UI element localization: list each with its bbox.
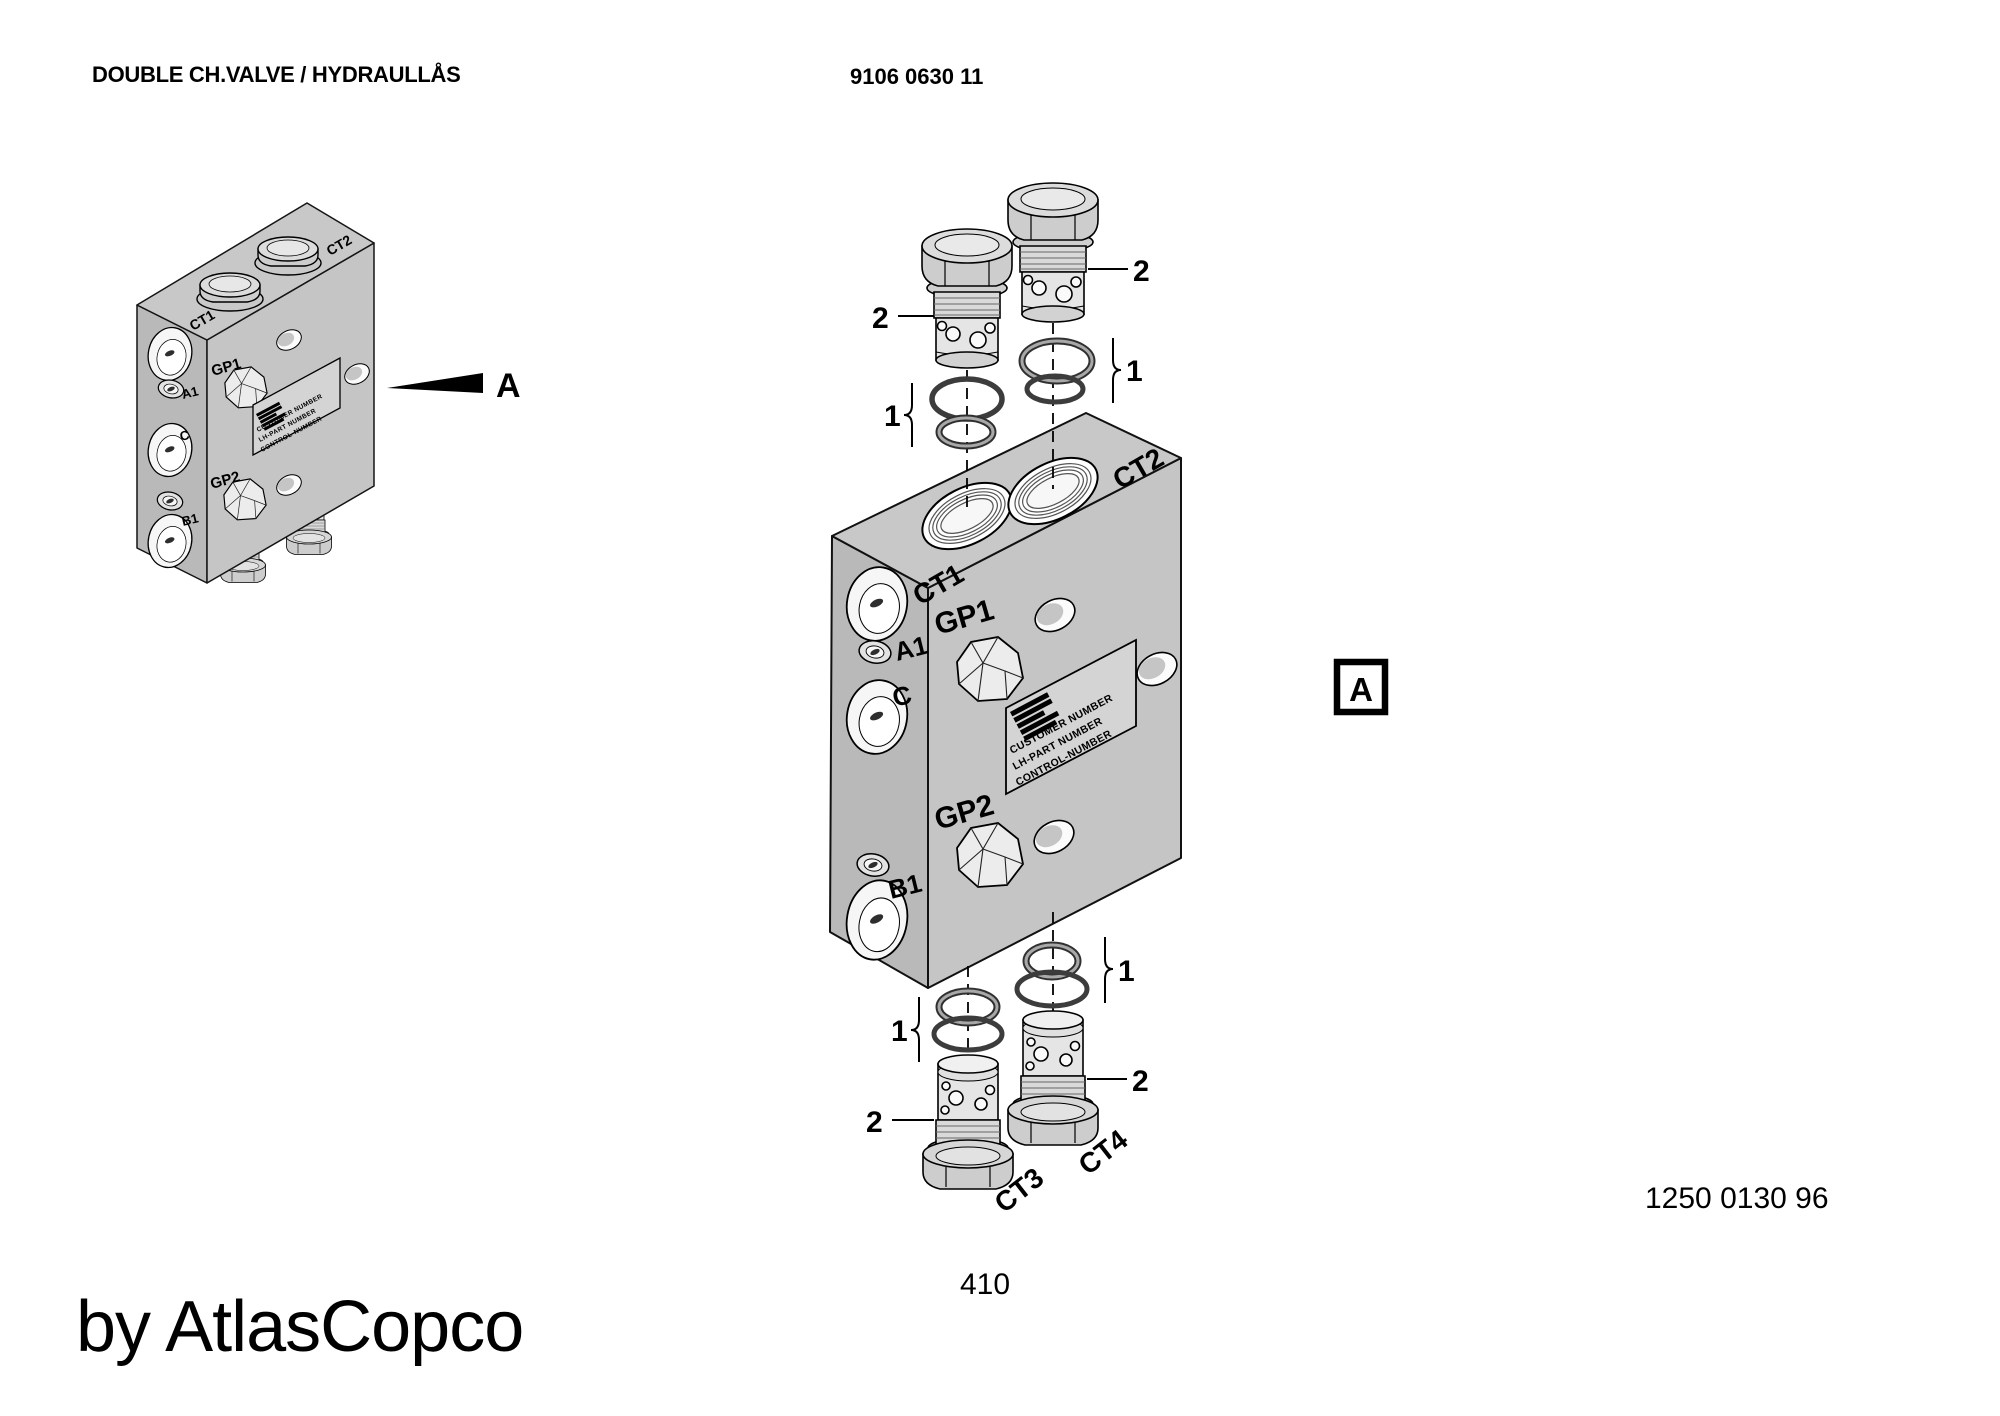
cartridge-valve-top-left: [921, 228, 1013, 369]
small-label-c: C: [178, 427, 191, 444]
cartridge-valve-bottom-right: [1007, 1010, 1099, 1146]
callout-seals-top-left: 1: [884, 383, 913, 447]
callout-cartridge-bottom-left: 2: [866, 1106, 934, 1139]
small-block-plug-ct2: [254, 236, 322, 276]
detail-view-box: A: [1333, 658, 1389, 716]
page-title: DOUBLE CH.VALVE / HYDRAULLÅS: [92, 62, 461, 87]
seal-rings-bottom-left: [931, 987, 1005, 1053]
centerline-top: [966, 323, 1054, 514]
callout-1-label: 1: [884, 400, 901, 433]
view-arrow-label: A: [496, 367, 521, 405]
brand-text: by AtlasCopco: [76, 1287, 524, 1367]
callout-cartridge-top-right: 2: [1088, 255, 1150, 288]
part-number: 9106 0630 11: [850, 64, 984, 89]
callout-2-label: 2: [1132, 1065, 1149, 1098]
small-valve-block: CUSTOMER NUMBER LH-PART NUMBER CONTROL-N…: [136, 202, 375, 584]
callout-cartridge-bottom-right: 2: [1087, 1065, 1149, 1098]
seal-rings-top-left: [929, 376, 1005, 450]
callout-seals-bottom-right: 1: [1104, 937, 1135, 1003]
callout-2-label: 2: [866, 1106, 883, 1139]
centerline-bottom: [967, 912, 1054, 1058]
detail-view-label: A: [1349, 671, 1373, 708]
callout-1-label: 1: [1118, 955, 1135, 988]
callout-2-label: 2: [1133, 255, 1150, 288]
small-block-top-face: [136, 202, 375, 341]
cartridge-valve-top-right: [1007, 182, 1099, 323]
small-label-b1: B1: [180, 510, 200, 529]
callout-seals-top-right: 1: [1112, 338, 1143, 403]
callout-1-label: 1: [891, 1015, 908, 1048]
callout-seals-bottom-left: 1: [891, 997, 920, 1062]
callout-2-label: 2: [872, 302, 889, 335]
atlas-copco-logo: [1010, 692, 1060, 742]
main-valve-block: CUSTOMER NUMBER LH-PART NUMBER CONTROL-N…: [829, 182, 1184, 1219]
seal-rings-top-right: [1018, 337, 1096, 405]
view-direction-arrow: A: [387, 367, 521, 405]
callout-1-label: 1: [1126, 355, 1143, 388]
cartridge-valve-bottom-left: [922, 1054, 1014, 1190]
small-block-plug-ct1: [196, 272, 264, 312]
callout-cartridge-top-left: 2: [872, 302, 934, 335]
seal-rings-bottom-right: [1014, 941, 1090, 1009]
atlas-copco-logo-small: [256, 401, 286, 431]
page-number: 410: [960, 1268, 1011, 1301]
small-label-a1: A1: [180, 383, 200, 402]
arrow-wedge-icon: [387, 373, 483, 393]
drawing-number: 1250 0130 96: [1645, 1182, 1829, 1215]
